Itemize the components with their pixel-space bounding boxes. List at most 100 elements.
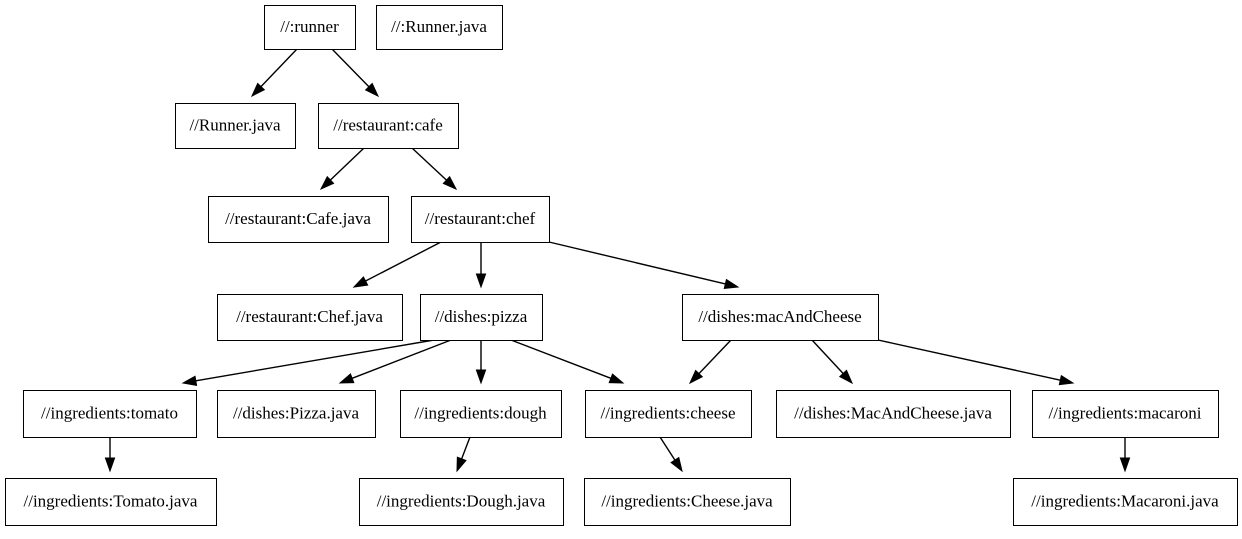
graph-node[interactable]: //dishes:Pizza.java bbox=[217, 390, 376, 438]
graph-node[interactable]: //ingredients:Cheese.java bbox=[584, 478, 791, 526]
graph-edge bbox=[456, 436, 471, 473]
node-box[interactable] bbox=[682, 294, 879, 341]
node-label: //ingredients:dough bbox=[414, 403, 547, 422]
graph-node[interactable]: //:runner bbox=[264, 5, 356, 50]
edges-layer bbox=[104, 48, 1131, 473]
node-label: //ingredients:cheese bbox=[600, 403, 735, 422]
edge-arrowhead-icon bbox=[608, 373, 625, 384]
edge-arrowhead-icon bbox=[442, 175, 458, 191]
graph-node[interactable]: //ingredients:dough bbox=[400, 390, 562, 438]
node-label: //ingredients:Macaroni.java bbox=[1031, 491, 1219, 510]
graph-edge bbox=[548, 241, 740, 290]
edge-line bbox=[329, 147, 365, 181]
edge-line bbox=[510, 339, 612, 379]
edge-arrowhead-icon bbox=[364, 82, 380, 98]
node-box[interactable] bbox=[264, 5, 356, 50]
graph-edge bbox=[411, 147, 458, 191]
node-box[interactable] bbox=[584, 478, 791, 526]
edge-arrowhead-icon bbox=[670, 456, 683, 473]
node-label: //ingredients:tomato bbox=[41, 403, 178, 422]
edge-line bbox=[877, 339, 1061, 381]
node-label: //dishes:Pizza.java bbox=[233, 403, 360, 422]
graph-edge bbox=[475, 340, 487, 385]
graph-node[interactable]: //dishes:macAndCheese bbox=[682, 294, 879, 341]
node-box[interactable] bbox=[420, 294, 543, 341]
graph-node[interactable]: //ingredients:tomato bbox=[23, 390, 197, 438]
node-box[interactable] bbox=[411, 196, 550, 243]
edge-arrowhead-icon bbox=[319, 175, 335, 191]
edge-arrowhead-icon bbox=[352, 276, 369, 288]
node-box[interactable] bbox=[208, 196, 389, 243]
node-box[interactable] bbox=[318, 103, 459, 149]
node-box[interactable] bbox=[23, 390, 197, 438]
edge-arrowhead-icon bbox=[838, 369, 854, 385]
edge-arrowhead-icon bbox=[338, 373, 355, 384]
graph-edge bbox=[250, 48, 298, 98]
nodes-layer: //:runner //:Runner.java //Runner.java //re… bbox=[5, 5, 1238, 526]
graph-node[interactable]: //:Runner.java bbox=[376, 5, 503, 50]
node-label: //ingredients:macaroni bbox=[1049, 403, 1202, 422]
graph-edge bbox=[877, 339, 1075, 386]
node-box[interactable] bbox=[217, 390, 376, 438]
edge-arrowhead-icon bbox=[1119, 457, 1131, 473]
graph-edge bbox=[331, 48, 380, 98]
node-label: //ingredients:Tomato.java bbox=[24, 491, 198, 510]
graph-node[interactable]: //restaurant:Cafe.java bbox=[208, 196, 389, 243]
graph-node[interactable]: //restaurant:chef bbox=[411, 196, 550, 243]
node-label: //ingredients:Dough.java bbox=[377, 491, 546, 510]
graph-edge bbox=[475, 242, 487, 289]
edge-arrowhead-icon bbox=[475, 273, 487, 289]
graph-edge bbox=[181, 339, 435, 386]
edge-arrowhead-icon bbox=[456, 456, 467, 473]
graph-node[interactable]: //dishes:MacAndCheese.java bbox=[776, 390, 1011, 438]
node-box[interactable] bbox=[400, 390, 562, 438]
edge-line bbox=[260, 48, 298, 88]
node-box[interactable] bbox=[1032, 390, 1219, 438]
edge-arrowhead-icon bbox=[104, 457, 116, 473]
graph-node[interactable]: //restaurant:cafe bbox=[318, 103, 459, 149]
graph-node[interactable]: //ingredients:Macaroni.java bbox=[1013, 478, 1238, 526]
edge-arrowhead-icon bbox=[250, 82, 266, 98]
graph-edge bbox=[104, 437, 116, 473]
node-box[interactable] bbox=[217, 294, 403, 341]
node-box[interactable] bbox=[175, 103, 296, 149]
graph-node[interactable]: //dishes:pizza bbox=[420, 294, 543, 341]
node-label: //:runner bbox=[280, 17, 339, 36]
node-box[interactable] bbox=[776, 390, 1011, 438]
graph-node[interactable]: //restaurant:Chef.java bbox=[217, 294, 403, 341]
node-box[interactable] bbox=[1013, 478, 1238, 526]
graph-edge bbox=[338, 339, 452, 384]
edge-line bbox=[195, 339, 435, 382]
edge-line bbox=[659, 436, 676, 461]
node-label: //Runner.java bbox=[189, 115, 281, 134]
edge-arrowhead-icon bbox=[1058, 374, 1075, 386]
node-label: //dishes:pizza bbox=[435, 307, 528, 326]
graph-node[interactable]: //Runner.java bbox=[175, 103, 296, 149]
node-label: //ingredients:Cheese.java bbox=[601, 491, 773, 510]
graph-node[interactable]: //ingredients:Tomato.java bbox=[5, 478, 217, 526]
edge-line bbox=[460, 436, 471, 460]
node-label: //restaurant:Chef.java bbox=[236, 307, 383, 326]
node-label: //dishes:macAndCheese bbox=[698, 307, 861, 326]
node-box[interactable] bbox=[5, 478, 217, 526]
edge-arrowhead-icon bbox=[475, 369, 487, 385]
edge-arrowhead-icon bbox=[181, 375, 198, 386]
node-label: //:Runner.java bbox=[391, 17, 487, 36]
graph-edge bbox=[1119, 437, 1131, 473]
graph-edge bbox=[319, 147, 365, 191]
graph-edge bbox=[811, 339, 854, 385]
graph-node[interactable]: //ingredients:cheese bbox=[585, 390, 752, 438]
graph-node[interactable]: //ingredients:macaroni bbox=[1032, 390, 1219, 438]
node-box[interactable] bbox=[359, 478, 564, 526]
node-box[interactable] bbox=[585, 390, 752, 438]
edge-line bbox=[698, 339, 732, 375]
edge-line bbox=[811, 339, 844, 374]
node-box[interactable] bbox=[376, 5, 503, 50]
edge-line bbox=[365, 241, 442, 282]
graph-node[interactable]: //ingredients:Dough.java bbox=[359, 478, 564, 526]
graph-edge bbox=[688, 339, 732, 385]
node-label: //restaurant:chef bbox=[425, 209, 536, 228]
node-label: //restaurant:Cafe.java bbox=[225, 209, 371, 228]
